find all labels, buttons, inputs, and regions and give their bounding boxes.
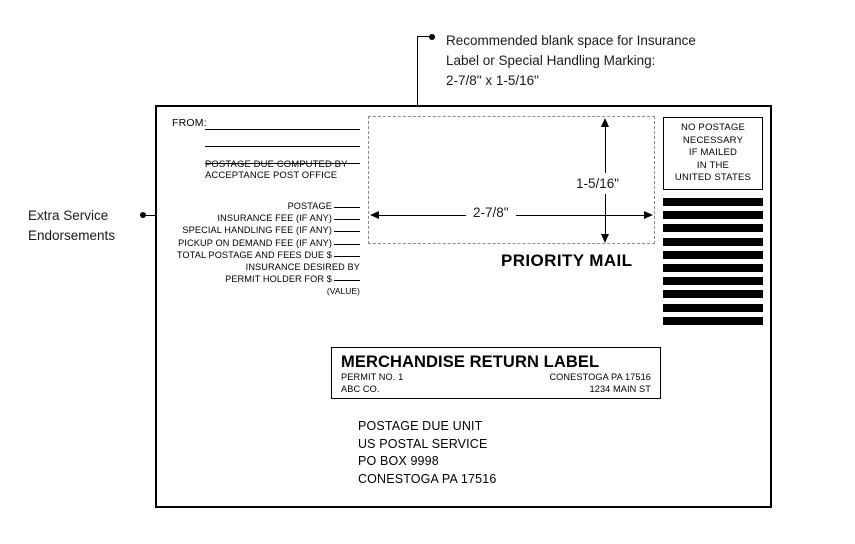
indicia-line-3: IF MAILED	[688, 147, 738, 159]
from-rule-line	[205, 129, 360, 131]
indicia-line-5: UNITED STATES	[674, 172, 752, 184]
indicia-line-1: NO POSTAGE	[680, 122, 746, 134]
fee-line-label: PERMIT HOLDER FOR $	[225, 274, 332, 285]
delivery-address-line-2: US POSTAL SERVICE	[358, 436, 488, 451]
merchandise-return-label: MERCHANDISE RETURN LABEL PERMIT NO. 1 CO…	[331, 347, 661, 399]
fim-bar	[663, 290, 763, 299]
recommended-blank-space-annotation: Recommended blank space for Insurance La…	[446, 31, 776, 91]
fim-bar	[663, 277, 763, 286]
from-rule-line	[205, 163, 360, 165]
extra-service-endorsements-callout: Extra Service Endorsements	[28, 206, 143, 246]
annotation-line-3: 2-7/8" x 1-5/16"	[446, 73, 539, 88]
extra-service-leader-dot	[140, 212, 146, 218]
annotation-leader-horizontal	[418, 36, 431, 37]
permit-street: 1234 MAIN ST	[589, 383, 651, 394]
height-dimension-label: 1-5/16"	[572, 173, 624, 194]
postage-due-computed-line-1: POSTAGE DUE COMPUTED BY	[205, 159, 348, 170]
height-dimension-arrow-up-icon	[601, 118, 609, 127]
width-dimension-arrow-right-icon	[644, 211, 653, 219]
fim-bar	[663, 303, 763, 312]
permit-number: PERMIT NO. 1	[341, 372, 404, 382]
height-dimension-arrow-down-icon	[601, 234, 609, 243]
fee-line-label: TOTAL POSTAGE AND FEES DUE $	[176, 249, 332, 260]
annotation-leader-dot	[429, 34, 435, 40]
indicia-line-2: NECESSARY	[682, 134, 744, 146]
fee-line-label: POSTAGE	[287, 201, 332, 211]
delivery-address-block: POSTAGE DUE UNIT US POSTAL SERVICE PO BO…	[358, 418, 496, 488]
fee-line-label: INSURANCE FEE (IF ANY)	[217, 213, 332, 224]
no-postage-necessary-indicia: NO POSTAGE NECESSARY IF MAILED IN THE UN…	[663, 117, 763, 190]
width-dimension-arrow-left-icon	[370, 211, 379, 219]
fee-line-row: POSTAGE	[176, 200, 360, 212]
recommended-blank-space-box	[368, 116, 655, 244]
extra-service-line-2: Endorsements	[28, 228, 116, 243]
fee-line-blank-field[interactable]	[334, 255, 360, 257]
annotation-line-1: Recommended blank space for Insurance	[446, 33, 696, 48]
value-note: (VALUE)	[326, 286, 360, 297]
from-label: FROM:	[172, 117, 207, 129]
fee-line-row: INSURANCE DESIRED BY	[176, 261, 360, 273]
fim-bar	[663, 316, 763, 325]
delivery-address-line-3: PO BOX 9998	[358, 454, 439, 468]
fee-line-label: SPECIAL HANDLING FEE (IF ANY)	[182, 225, 332, 236]
merchandise-return-label-row-2: ABC CO. 1234 MAIN ST	[341, 384, 651, 396]
priority-mail-marking: PRIORITY MAIL	[501, 251, 633, 270]
fee-line-row: SPECIAL HANDLING FEE (IF ANY)	[176, 224, 360, 236]
fim-bar	[663, 211, 763, 220]
fee-lines-block: POSTAGE INSURANCE FEE (IF ANY)SPECIAL HAN…	[176, 200, 360, 298]
fee-line-label: PICKUP ON DEMAND FEE (IF ANY)	[178, 237, 332, 248]
merchandise-return-label-row-1: PERMIT NO. 1 CONESTOGA PA 17516	[341, 372, 651, 384]
fee-line-blank-field[interactable]	[334, 280, 360, 282]
fee-line-label: INSURANCE DESIRED BY	[245, 262, 360, 273]
fim-bar	[663, 237, 763, 246]
facing-identification-mark-barcode	[663, 198, 763, 325]
postage-due-computed-line-2: ACCEPTANCE POST OFFICE	[205, 170, 338, 181]
permit-company: ABC CO.	[341, 383, 380, 394]
annotation-line-2: Label or Special Handling Marking:	[446, 53, 656, 68]
fim-bar	[663, 264, 763, 272]
fim-bar	[663, 198, 763, 206]
fee-line-blank-field[interactable]	[334, 231, 360, 233]
merchandise-return-label-title: MERCHANDISE RETURN LABEL	[341, 353, 600, 371]
postage-due-computed-note: POSTAGE DUE COMPUTED BY ACCEPTANCE POST …	[205, 159, 348, 181]
fee-line-row: PERMIT HOLDER FOR $	[176, 273, 360, 285]
delivery-address-line-1: POSTAGE DUE UNIT	[358, 419, 483, 433]
width-dimension-label: 2-7/8"	[466, 205, 516, 220]
fee-line-blank-field[interactable]	[334, 219, 360, 221]
fim-bar	[663, 250, 763, 259]
indicia-line-4: IN THE	[696, 159, 730, 171]
fee-line-blank-field[interactable]	[334, 243, 360, 245]
fim-bar	[663, 224, 763, 233]
from-rule-line	[205, 146, 360, 148]
fee-line-row: PICKUP ON DEMAND FEE (IF ANY)	[176, 237, 360, 249]
fee-line-row: TOTAL POSTAGE AND FEES DUE $	[176, 249, 360, 261]
extra-service-line-1: Extra Service	[28, 208, 109, 223]
fee-line-blank-field[interactable]	[334, 207, 360, 208]
delivery-address-line-4: CONESTOGA PA 17516	[358, 471, 497, 486]
permit-city-state-zip: CONESTOGA PA 17516	[549, 372, 651, 382]
annotation-leader-vertical	[417, 36, 419, 134]
fee-line-row: INSURANCE FEE (IF ANY)	[176, 212, 360, 224]
